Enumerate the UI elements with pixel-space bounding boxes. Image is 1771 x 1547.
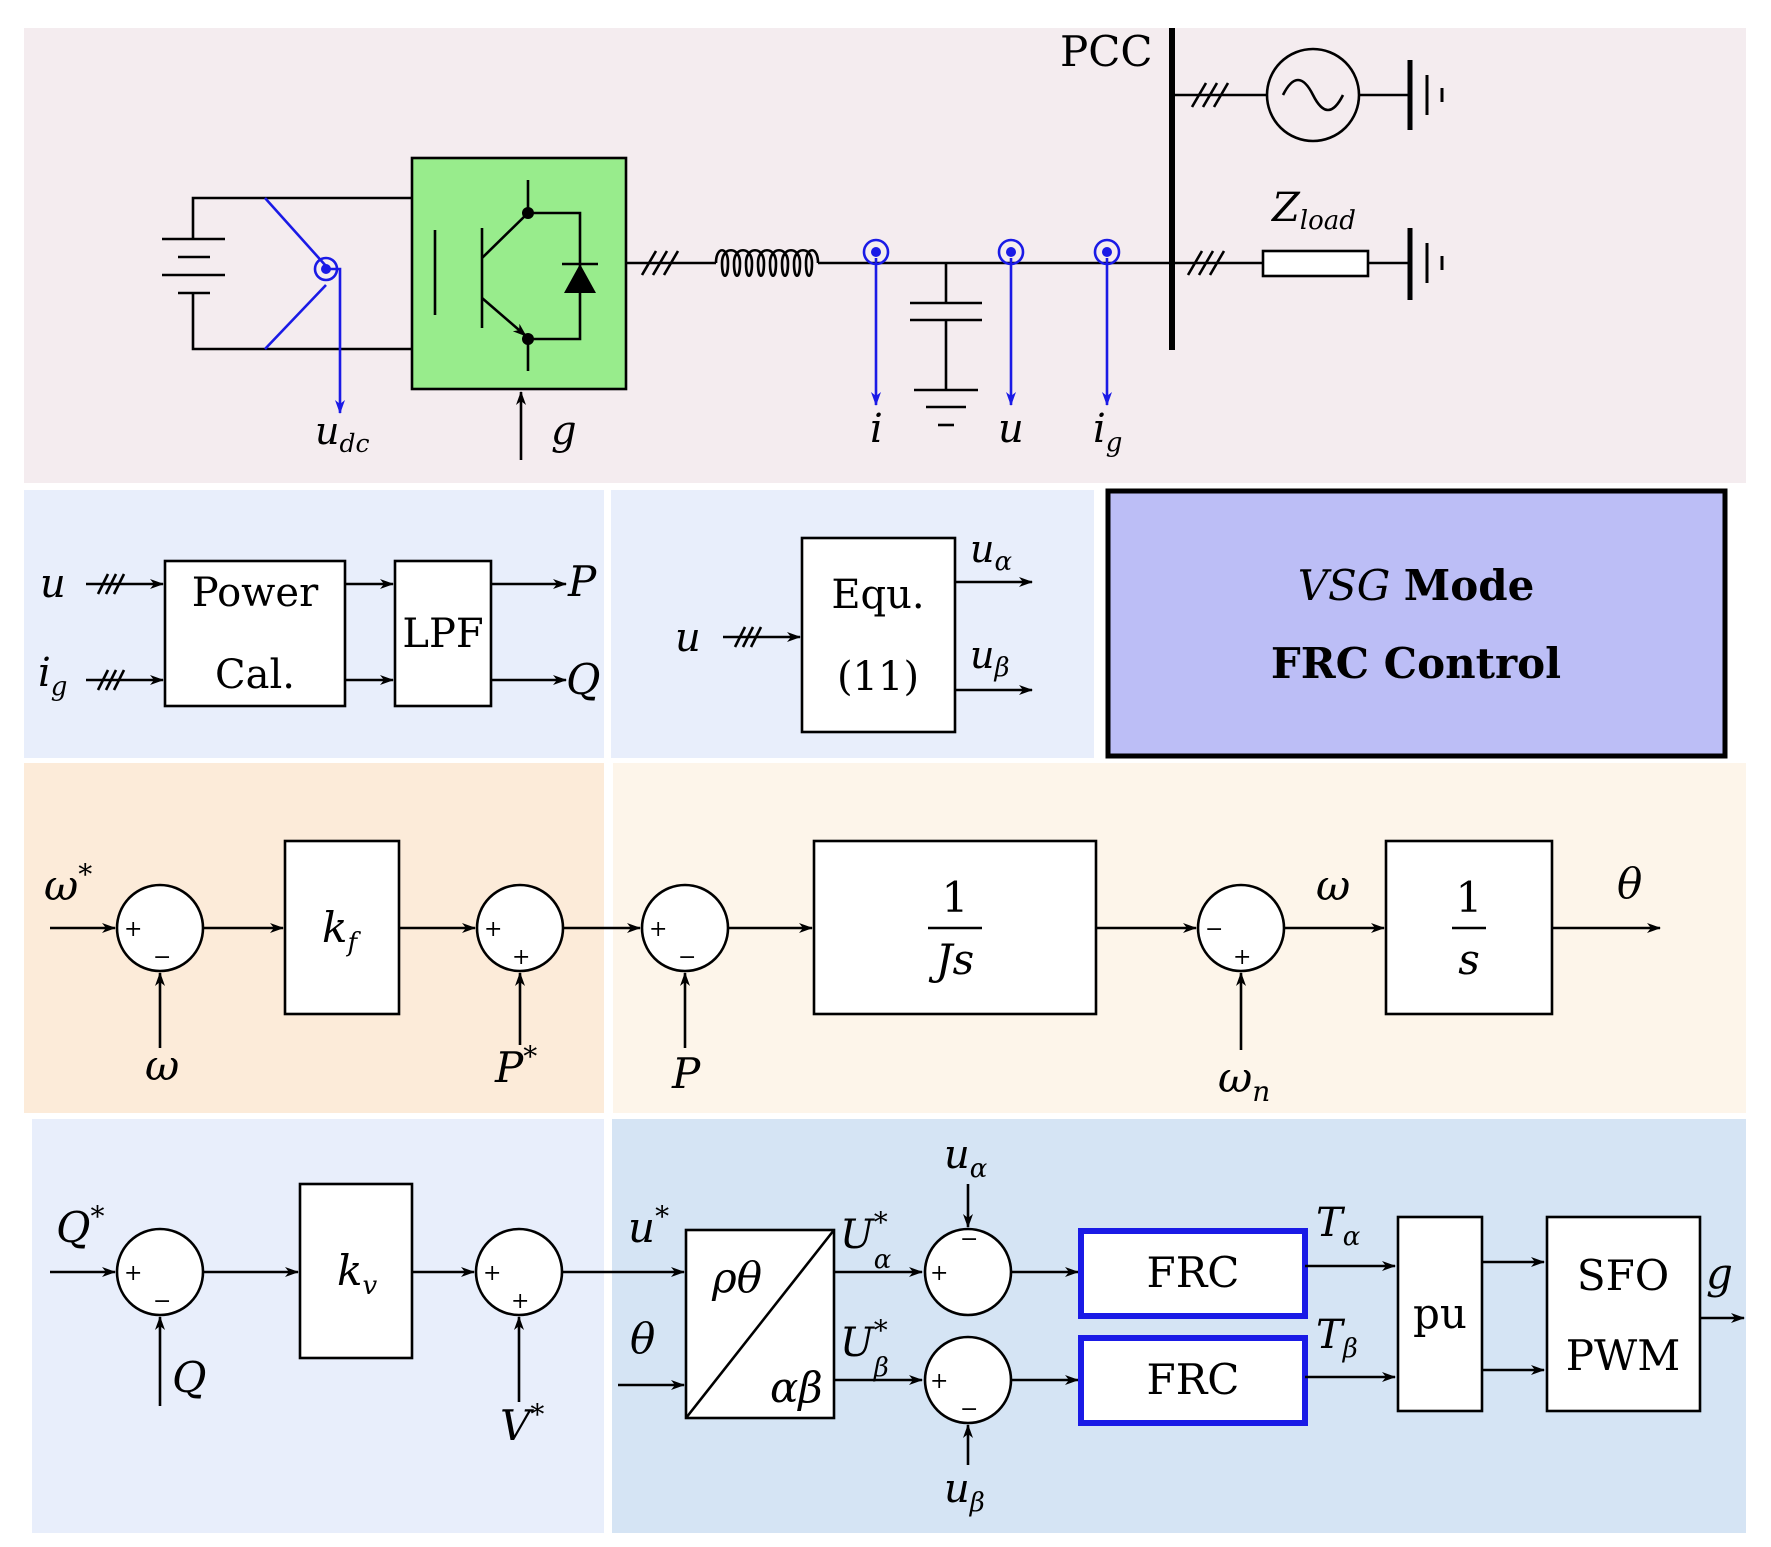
- theta-out-label: θ: [1617, 859, 1642, 908]
- vref-label: V*: [500, 1398, 544, 1450]
- equ-line1: Equ.: [831, 572, 924, 618]
- svg-text:−: −: [153, 1289, 171, 1314]
- pc-output-q: Q: [566, 655, 600, 704]
- svg-text:+: +: [511, 1289, 529, 1314]
- p-fb-label: P: [671, 1049, 701, 1098]
- current-label: i: [870, 406, 883, 452]
- pc-input-ig: ig: [38, 650, 67, 702]
- ub-ref-label: U*β: [840, 1314, 889, 1383]
- q-fb-label: Q: [172, 1353, 206, 1402]
- frc-block-alpha: [1078, 1228, 1308, 1319]
- current-sensor-i: [862, 238, 890, 406]
- kf-gain-block: [283, 839, 401, 1016]
- mode-title: VSG Mode: [1298, 561, 1535, 610]
- transform-top: ρθ: [711, 1253, 762, 1302]
- three-phase-mark: [1190, 82, 1230, 108]
- svg-text:+: +: [930, 1261, 948, 1286]
- pwm-label: PWM: [1566, 1331, 1680, 1380]
- diode-icon: [564, 264, 596, 293]
- frc-alpha-label: FRC: [1147, 1248, 1240, 1297]
- svg-text:+: +: [483, 1261, 501, 1286]
- inertia-numerator: 1: [942, 873, 969, 922]
- svg-text:−: −: [678, 945, 696, 970]
- three-phase-mark: [96, 573, 126, 691]
- inertia-block: [812, 839, 1098, 1016]
- udc-label: udc: [315, 409, 370, 458]
- dc-voltage-sensor: [264, 197, 345, 414]
- svg-text:+: +: [930, 1369, 948, 1394]
- per-unit-label: pu: [1413, 1289, 1467, 1338]
- integrator-numerator: 1: [1456, 873, 1483, 922]
- pref-label: P*: [494, 1040, 537, 1092]
- ub-fb-label: uβ: [944, 1466, 985, 1518]
- t-alpha-label: Tα: [1316, 1200, 1361, 1252]
- svg-text:+: +: [512, 945, 530, 970]
- svg-text:+: +: [124, 1261, 142, 1286]
- kv-label: kv: [337, 1246, 377, 1301]
- omega-ref-label: ω*: [44, 858, 92, 910]
- load-label: Zload: [1270, 185, 1356, 236]
- equ-output-ubeta: uβ: [970, 633, 1010, 683]
- igbt-converter: [410, 156, 628, 391]
- svg-text:−: −: [960, 1227, 978, 1252]
- pc-output-p: P: [567, 557, 597, 606]
- kv-gain-block: [298, 1182, 414, 1360]
- lpf-label: LPF: [402, 611, 483, 657]
- pcc-label: PCC: [1060, 27, 1153, 76]
- svg-text:+: +: [649, 917, 667, 942]
- transform-bottom: αβ: [770, 1363, 823, 1412]
- integrator-denominator: s: [1458, 935, 1480, 984]
- lpf-block: [393, 559, 493, 708]
- grid-current-label: ig: [1093, 406, 1122, 458]
- g-out-label: g: [1706, 1249, 1733, 1298]
- equ-output-ualpha: uα: [970, 527, 1012, 577]
- gate-label: g: [551, 408, 577, 454]
- omega-out-label: ω: [1316, 861, 1350, 910]
- load-impedance: [1261, 249, 1370, 278]
- frc-beta-label: FRC: [1147, 1355, 1240, 1404]
- ground-icon: [1407, 60, 1444, 130]
- filter-capacitor: [910, 263, 982, 427]
- t-beta-label: Tβ: [1316, 1312, 1358, 1364]
- ua-fb-label: uα: [944, 1132, 988, 1184]
- filter-inductor: [714, 248, 820, 278]
- grid-current-sensor: [1093, 238, 1121, 406]
- voltage-sensor-u: [997, 238, 1025, 406]
- svg-text:−: −: [1205, 917, 1223, 942]
- sfo-label: SFO: [1577, 1251, 1669, 1300]
- svg-text:+: +: [1233, 945, 1251, 970]
- svg-text:+: +: [484, 917, 502, 942]
- equ-input-u: u: [675, 615, 701, 661]
- three-phase-mark: [733, 626, 763, 648]
- sfo-pwm-block: [1545, 1215, 1702, 1413]
- mode-subtitle: FRC Control: [1271, 639, 1561, 688]
- equ-line2: (11): [837, 654, 919, 700]
- u-star-label: u*: [628, 1200, 669, 1252]
- three-phase-mark: [640, 250, 680, 276]
- inertia-panel: [613, 763, 1746, 1113]
- voltage-label: u: [998, 406, 1024, 452]
- pc-input-u: u: [40, 561, 66, 607]
- q-ref-label: Q*: [56, 1200, 104, 1252]
- per-unit-block: [1396, 1215, 1484, 1413]
- power-calc-line2: Cal.: [215, 652, 295, 698]
- power-calc-line1: Power: [192, 570, 319, 616]
- frc-block-beta: [1078, 1335, 1308, 1426]
- svg-text:−: −: [960, 1397, 978, 1422]
- three-phase-mark: [1186, 250, 1226, 276]
- ground-icon: [1407, 228, 1444, 300]
- power-stage-panel: [24, 28, 1746, 483]
- svg-text:−: −: [153, 945, 171, 970]
- power-calc-block: [163, 559, 347, 708]
- svg-text:+: +: [124, 917, 142, 942]
- inertia-denominator: Js: [928, 935, 974, 984]
- omega-n-label: ωn: [1218, 1053, 1270, 1108]
- equ-block: [800, 536, 957, 734]
- omega-fb-label: ω: [145, 1041, 179, 1090]
- theta-in-label: θ: [630, 1314, 655, 1363]
- mode-box: [1105, 488, 1728, 759]
- ua-ref-label: U*α: [840, 1206, 892, 1275]
